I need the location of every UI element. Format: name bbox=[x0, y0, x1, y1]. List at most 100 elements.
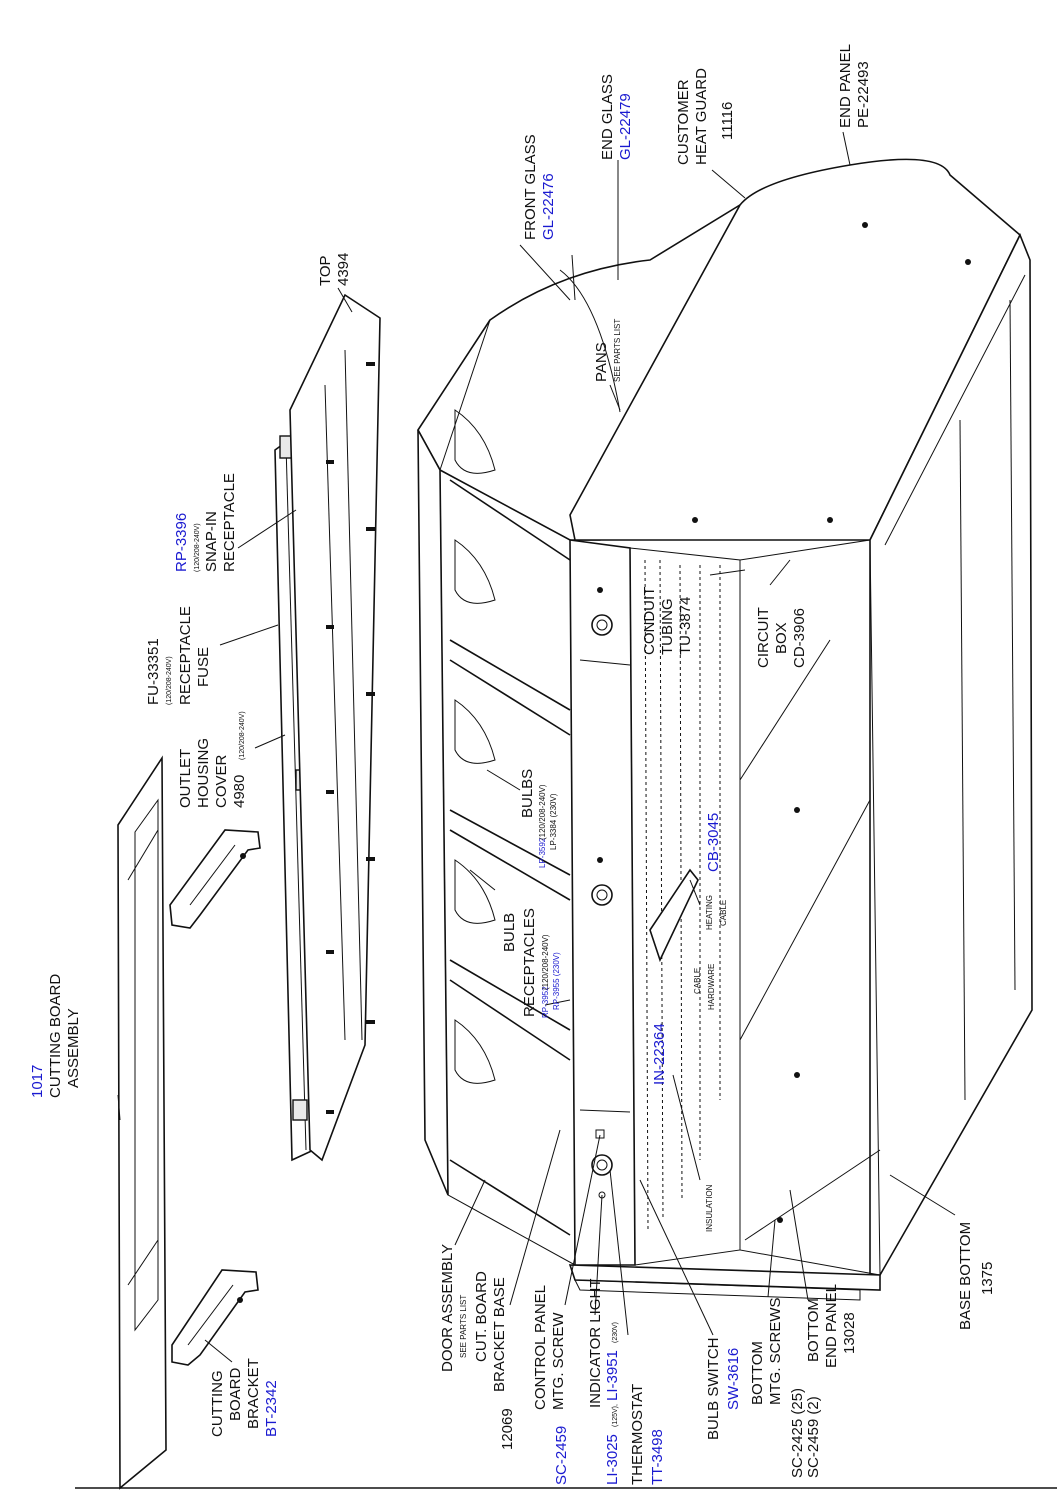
label-thermostat-name: THERMOSTAT bbox=[629, 1384, 646, 1485]
cabinet-drawing bbox=[417, 158, 1033, 1301]
label-outlet-cover-line1: OUTLET bbox=[177, 749, 194, 808]
upper-bracket-drawing bbox=[169, 829, 261, 929]
cutting-board-drawing bbox=[117, 755, 167, 1490]
label-snap-receptacle-number: RP-3396 bbox=[173, 513, 190, 572]
label-end-panel: END PANEL PE-22493 bbox=[837, 44, 872, 128]
label-top-name: TOP bbox=[317, 255, 334, 286]
label-indicator-light-number1: LI-3025 bbox=[604, 1434, 621, 1485]
label-front-glass-number: GL-22476 bbox=[540, 173, 557, 240]
lower-bracket-drawing bbox=[171, 1269, 259, 1366]
label-door-assembly-note: SEE PARTS LIST bbox=[459, 1295, 468, 1358]
label-cutting-board-number: 1017 bbox=[29, 1065, 46, 1098]
label-bottom-screws-number1: SC-2425 (25) bbox=[789, 1388, 806, 1478]
label-bulbs-alt: LP-3384 (230V) bbox=[549, 793, 558, 850]
label-circuit-box-line2: BOX bbox=[773, 622, 790, 654]
label-outlet-cover-number: 4980 bbox=[231, 775, 248, 808]
label-fuse-line2: FUSE bbox=[195, 647, 212, 687]
label-cut-board-line2: BRACKET BASE bbox=[491, 1277, 508, 1392]
label-cutting-board-line2: ASSEMBLY bbox=[65, 1008, 82, 1088]
label-control-panel-screw: CONTROL PANEL MTG. SCREW bbox=[532, 1285, 567, 1410]
label-outlet-cover-line3: COVER bbox=[213, 754, 230, 808]
label-heating-cable: HEATING CABLE bbox=[705, 895, 728, 930]
label-bulb-receptacles-line2: RECEPTACLES bbox=[521, 908, 538, 1017]
label-circuit-box-number: CD-3906 bbox=[791, 608, 808, 668]
label-bulb-receptacles-parts: RP-3952 (120/208-240V) RP-3955 (230V) bbox=[541, 934, 561, 1018]
label-cable-hardware-number-group: IN-22364 bbox=[651, 1023, 668, 1085]
label-snap-receptacle-line1: SNAP-IN bbox=[203, 511, 220, 572]
label-snap-receptacle-line2: RECEPTACLE bbox=[221, 473, 238, 572]
label-bulb-switch-number: SW-3616 bbox=[725, 1348, 742, 1410]
label-heat-guard-number: 11116 bbox=[719, 102, 736, 140]
label-cutting-board-bracket-line1: CUTTING bbox=[209, 1370, 226, 1437]
label-fuse-number: FU-33351 bbox=[145, 638, 162, 705]
label-bulb-switch-name: BULB SWITCH bbox=[705, 1337, 722, 1440]
label-bottom-end-panel: BOTTOM END PANEL 13028 bbox=[805, 1284, 858, 1368]
label-pans-name: PANS bbox=[593, 342, 610, 382]
label-bottom-end-panel-number: 13028 bbox=[841, 1312, 858, 1354]
label-insulation: INSULATION bbox=[705, 1184, 714, 1232]
label-control-panel-screw-line2: MTG. SCREW bbox=[550, 1312, 567, 1410]
label-12069: 12069 bbox=[499, 1408, 516, 1450]
label-bottom-screws-line2: MTG. SCREWS bbox=[767, 1298, 784, 1406]
label-end-glass-name: END GLASS bbox=[599, 74, 616, 160]
label-heat-guard-line1: CUSTOMER bbox=[675, 79, 692, 165]
label-bulb-receptacles-number: RP-3952 bbox=[541, 986, 550, 1018]
label-heat-guard-line2: HEAT GUARD bbox=[693, 68, 710, 165]
label-indicator-light-parts: LI-3025 (125V), LI-3951 (230V) bbox=[604, 1322, 621, 1485]
label-cutting-board-bracket-line2: BOARD bbox=[227, 1367, 244, 1421]
label-pans-note: SEE PARTS LIST bbox=[613, 319, 622, 382]
label-cable-hardware-number: IN-22364 bbox=[651, 1023, 668, 1085]
label-heating-cable-number: CB-3045 bbox=[705, 813, 722, 872]
label-bulb-switch: BULB SWITCH SW-3616 bbox=[705, 1337, 742, 1440]
label-bottom-screws-number2: SC-2459 (2) bbox=[805, 1396, 822, 1478]
label-outlet-cover-line2: HOUSING bbox=[195, 738, 212, 808]
label-cutting-board-bracket-number: BT-2342 bbox=[263, 1380, 280, 1437]
label-front-glass-name: FRONT GLASS bbox=[522, 134, 539, 240]
label-base-bottom-name: BASE BOTTOM bbox=[957, 1222, 974, 1330]
label-end-glass: END GLASS GL-22479 bbox=[599, 74, 634, 160]
label-end-panel-name: END PANEL bbox=[837, 44, 854, 128]
label-conduit-line2: TUBING bbox=[659, 598, 676, 655]
label-bottom-screws-line1: BOTTOM bbox=[749, 1341, 766, 1405]
label-bottom-end-panel-line1: BOTTOM bbox=[805, 1298, 822, 1362]
label-bottom-screws-parts: SC-2425 (25) SC-2459 (2) bbox=[789, 1388, 822, 1478]
label-heating-cable-line2: CABLE bbox=[719, 900, 728, 926]
label-bottom-screws: BOTTOM MTG. SCREWS bbox=[749, 1298, 784, 1406]
label-heating-cable-number-group: CB-3045 bbox=[705, 813, 722, 872]
label-conduit: CONDUIT TUBING TU-3874 bbox=[641, 587, 694, 655]
label-indicator-light: INDICATOR LIGHT bbox=[587, 1279, 604, 1408]
label-snap-receptacle: RP-3396 (120/208-240V) SNAP-IN RECEPTACL… bbox=[173, 473, 238, 572]
label-12069-group: 12069 bbox=[499, 1408, 516, 1450]
label-cut-board-line1: CUT. BOARD bbox=[473, 1271, 490, 1362]
label-control-panel-screw-part: SC-2459 bbox=[553, 1426, 570, 1485]
label-insulation-text: INSULATION bbox=[705, 1184, 714, 1232]
label-front-glass: FRONT GLASS GL-22476 bbox=[522, 134, 557, 240]
label-bulbs: BULBS bbox=[519, 769, 536, 818]
label-control-panel-screw-number: SC-2459 bbox=[553, 1426, 570, 1485]
label-thermostat-number: TT-3498 bbox=[649, 1429, 666, 1485]
label-cutting-board-line1: CUTTING BOARD bbox=[47, 974, 64, 1098]
label-snap-receptacle-voltage: (120/208-240V) bbox=[194, 523, 201, 572]
label-door-assembly: DOOR ASSEMBLY SEE PARTS LIST CUT. BOARD … bbox=[439, 1244, 508, 1392]
label-bulbs-number: LP-3592 bbox=[538, 837, 547, 868]
label-heating-cable-line1: HEATING bbox=[705, 895, 714, 930]
label-end-panel-number: PE-22493 bbox=[855, 61, 872, 128]
label-bottom-end-panel-line2: END PANEL bbox=[823, 1284, 840, 1368]
label-conduit-line1: CONDUIT bbox=[641, 587, 658, 655]
label-cable-hardware: CABLE HARDWARE bbox=[693, 964, 716, 1010]
label-cutting-board: 1017 CUTTING BOARD ASSEMBLY bbox=[29, 974, 82, 1098]
label-end-glass-number: GL-22479 bbox=[617, 93, 634, 160]
label-outlet-cover-voltage: (120/208-240V) bbox=[239, 711, 246, 760]
top-panel-drawing bbox=[289, 293, 381, 1162]
label-control-panel-screw-line1: CONTROL PANEL bbox=[532, 1285, 549, 1410]
label-fuse-voltage: (120/208-240V) bbox=[166, 656, 173, 705]
label-cable-hardware-line1: CABLE bbox=[693, 968, 702, 994]
label-circuit-box: CIRCUIT BOX CD-3906 bbox=[755, 607, 808, 668]
label-door-assembly-name: DOOR ASSEMBLY bbox=[439, 1244, 456, 1372]
label-conduit-number: TU-3874 bbox=[677, 597, 694, 655]
label-base-bottom-number: 1375 bbox=[979, 1262, 996, 1295]
label-indicator-light-volt1: (125V), bbox=[612, 1404, 619, 1427]
label-fuse-line1: RECEPTACLE bbox=[177, 606, 194, 705]
label-bulbs-voltage: (120/208-240V) bbox=[538, 784, 547, 840]
